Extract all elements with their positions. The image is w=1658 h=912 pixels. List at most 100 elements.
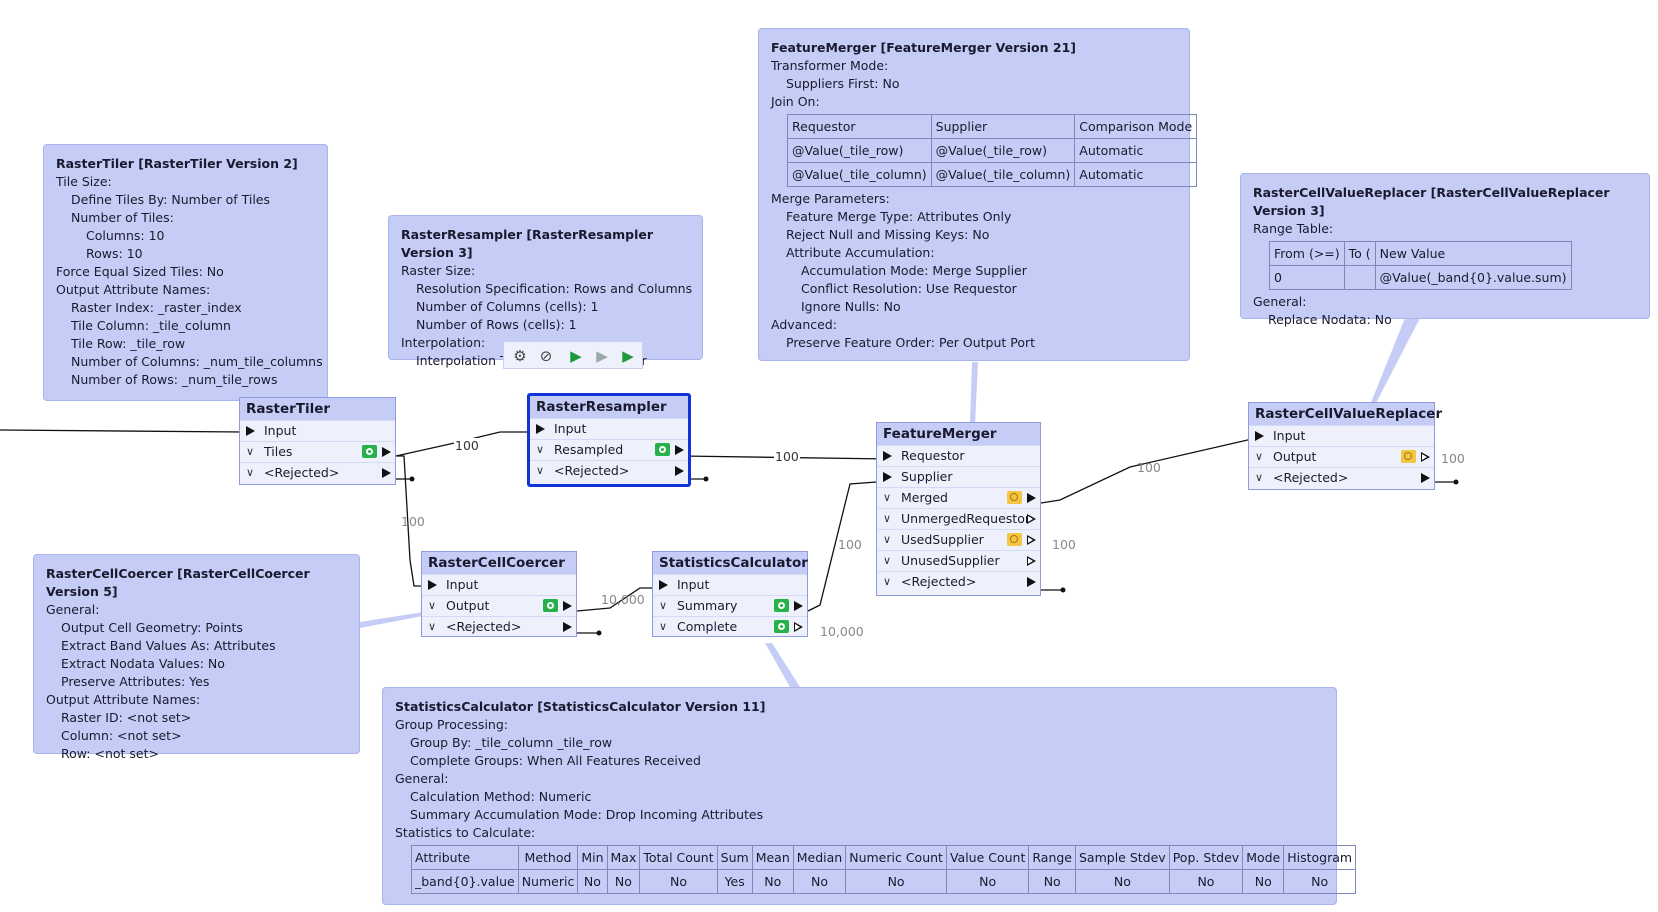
input-port[interactable]: Input <box>653 574 807 595</box>
output-port-unmerged-requestor[interactable]: ∨UnmergedRequestor <box>877 508 1040 529</box>
connection-count: 10,000 <box>820 624 864 639</box>
table-header: Max <box>606 845 641 870</box>
disable-icon[interactable]: ⊘ <box>539 347 553 365</box>
annotation-statistics-calculator[interactable]: StatisticsCalculator [StatisticsCalculat… <box>382 687 1357 905</box>
output-port-unused-supplier[interactable]: ∨UnusedSupplier <box>877 550 1040 571</box>
output-port-rejected[interactable]: ∨<Rejected> <box>530 460 688 481</box>
port-label: <Rejected> <box>264 465 340 480</box>
output-arrow-icon <box>1027 514 1036 524</box>
output-port-resampled[interactable]: ∨Resampled <box>530 439 688 460</box>
transformer-title: RasterCellValueReplacer <box>1249 403 1442 425</box>
table-cell: Numeric <box>517 869 579 894</box>
eye-icon[interactable] <box>774 620 789 633</box>
eye-icon[interactable] <box>655 443 670 456</box>
annotation-line: General: <box>1253 294 1307 309</box>
transformer-feature-merger[interactable]: FeatureMerger Requestor Supplier ∨Merged… <box>876 422 1041 596</box>
join-table: Requestor Supplier Comparison Mode @Valu… <box>787 114 1198 187</box>
run-from-icon[interactable]: ▶ <box>622 347 634 365</box>
input-port[interactable]: Input <box>1249 425 1434 446</box>
table-header: Mean <box>751 845 794 870</box>
annotation-line: Column: <not set> <box>61 728 182 743</box>
transformer-raster-cell-coercer[interactable]: RasterCellCoercer Input ∨Output ∨<Reject… <box>421 551 577 637</box>
annotation-line: Resolution Specification: Rows and Colum… <box>416 281 693 296</box>
annotation-raster-tiler[interactable]: RasterTiler [RasterTiler Version 2] Tile… <box>43 144 328 401</box>
output-port-merged[interactable]: ∨Merged <box>877 487 1040 508</box>
output-port-output[interactable]: ∨ Output <box>422 595 576 616</box>
output-arrow-icon <box>382 447 391 457</box>
output-port-complete[interactable]: ∨Complete <box>653 616 807 637</box>
table-cell: @Value(_band{0}.value.sum) <box>1374 265 1572 290</box>
table-cell: No <box>1242 869 1285 894</box>
eye-icon[interactable] <box>774 599 789 612</box>
eye-icon[interactable] <box>362 445 377 458</box>
input-port-supplier[interactable]: Supplier <box>877 466 1040 487</box>
output-port-rejected[interactable]: ∨<Rejected> <box>877 571 1040 592</box>
output-arrow-icon <box>794 601 803 611</box>
inspect-icon[interactable] <box>1007 533 1022 546</box>
annotation-line: Group By: _tile_column _tile_row <box>410 735 613 750</box>
table-header: Method <box>517 845 579 870</box>
input-port[interactable]: Input <box>530 418 688 439</box>
output-port-tiles[interactable]: ∨Tiles <box>240 441 395 462</box>
annotation-line: Replace Nodata: No <box>1268 312 1392 327</box>
annotation-line: Preserve Feature Order: Per Output Port <box>786 335 1036 350</box>
connection-count: 100 <box>454 438 480 453</box>
input-port-requestor[interactable]: Requestor <box>877 445 1040 466</box>
annotation-raster-resampler[interactable]: RasterResampler [RasterResampler Version… <box>388 215 703 368</box>
annotation-line: Feature Merge Type: Attributes Only <box>786 209 1012 224</box>
annotation-line: Number of Rows: _num_tile_rows <box>71 372 278 387</box>
table-cell: No <box>751 869 794 894</box>
output-arrow-icon <box>1027 577 1036 587</box>
chevron-down-icon: ∨ <box>428 599 437 612</box>
annotation-line: Suppliers First: No <box>786 76 900 91</box>
output-port-summary[interactable]: ∨Summary <box>653 595 807 616</box>
annotation-raster-cell-value-replacer[interactable]: RasterCellValueReplacer [RasterCellValue… <box>1240 173 1650 327</box>
input-arrow-icon <box>883 472 892 482</box>
annotation-line: Summary Accumulation Mode: Drop Incoming… <box>410 807 764 822</box>
annotation-raster-cell-coercer[interactable]: RasterCellCoercer [RasterCellCoercer Ver… <box>33 554 360 761</box>
connection-count: 100 <box>401 514 425 529</box>
annotation-line: Conflict Resolution: Use Requestor <box>801 281 1017 296</box>
table-cell <box>1343 265 1376 290</box>
annotation-line: Define Tiles By: Number of Tiles <box>71 192 271 207</box>
input-port[interactable]: Input <box>240 420 395 441</box>
annotation-line: Accumulation Mode: Merge Supplier <box>801 263 1027 278</box>
input-port[interactable]: Input <box>422 574 576 595</box>
annotation-line: Columns: 10 <box>86 228 165 243</box>
table-cell: Automatic <box>1074 162 1198 187</box>
output-port-used-supplier[interactable]: ∨UsedSupplier <box>877 529 1040 550</box>
annotation-line: General: <box>46 602 100 617</box>
annotation-line: Statistics to Calculate: <box>395 825 536 840</box>
transformer-raster-resampler[interactable]: RasterResampler Input ∨Resampled ∨<Rejec… <box>527 393 691 487</box>
input-arrow-icon <box>883 451 892 461</box>
transformer-title: FeatureMerger <box>877 423 1040 445</box>
transformer-raster-cell-value-replacer[interactable]: RasterCellValueReplacer Input ∨Output ∨<… <box>1248 402 1442 490</box>
port-label: UnusedSupplier <box>901 553 1000 568</box>
annotation-line: Extract Nodata Values: No <box>61 656 225 671</box>
annotation-line: Row: <not set> <box>61 746 159 761</box>
run-icon[interactable]: ▶ <box>570 347 582 365</box>
table-cell: @Value(_tile_column) <box>930 162 1076 187</box>
inspect-icon[interactable] <box>1401 450 1416 463</box>
table-cell: No <box>945 869 1030 894</box>
input-arrow-icon <box>659 580 668 590</box>
gear-icon[interactable]: ⚙ <box>513 347 527 365</box>
table-cell: @Value(_tile_column) <box>787 162 932 187</box>
eye-icon[interactable] <box>543 599 558 612</box>
annotation-feature-merger[interactable]: FeatureMerger [FeatureMerger Version 21]… <box>758 28 1198 361</box>
transformer-statistics-calculator[interactable]: StatisticsCalculator Input ∨Summary ∨Com… <box>652 551 808 637</box>
annotation-line: Rows: 10 <box>86 246 143 261</box>
run-to-icon[interactable]: ▶ <box>596 347 608 365</box>
inspect-icon[interactable] <box>1007 491 1022 504</box>
output-port-rejected[interactable]: ∨<Rejected> <box>422 616 576 637</box>
output-port-rejected[interactable]: ∨<Rejected> <box>240 462 395 483</box>
output-port-rejected[interactable]: ∨<Rejected> <box>1249 467 1434 488</box>
annotation-title: FeatureMerger [FeatureMerger Version 21] <box>771 40 1076 55</box>
table-header: Pop. Stdev <box>1168 845 1244 870</box>
chevron-down-icon: ∨ <box>428 620 437 633</box>
transformer-raster-tiler[interactable]: RasterTiler Input ∨Tiles ∨<Rejected> <box>239 397 396 485</box>
port-label: Supplier <box>901 469 953 484</box>
output-port-output[interactable]: ∨Output <box>1249 446 1434 467</box>
port-label: Output <box>446 598 490 613</box>
annotation-line: Complete Groups: When All Features Recei… <box>410 753 701 768</box>
